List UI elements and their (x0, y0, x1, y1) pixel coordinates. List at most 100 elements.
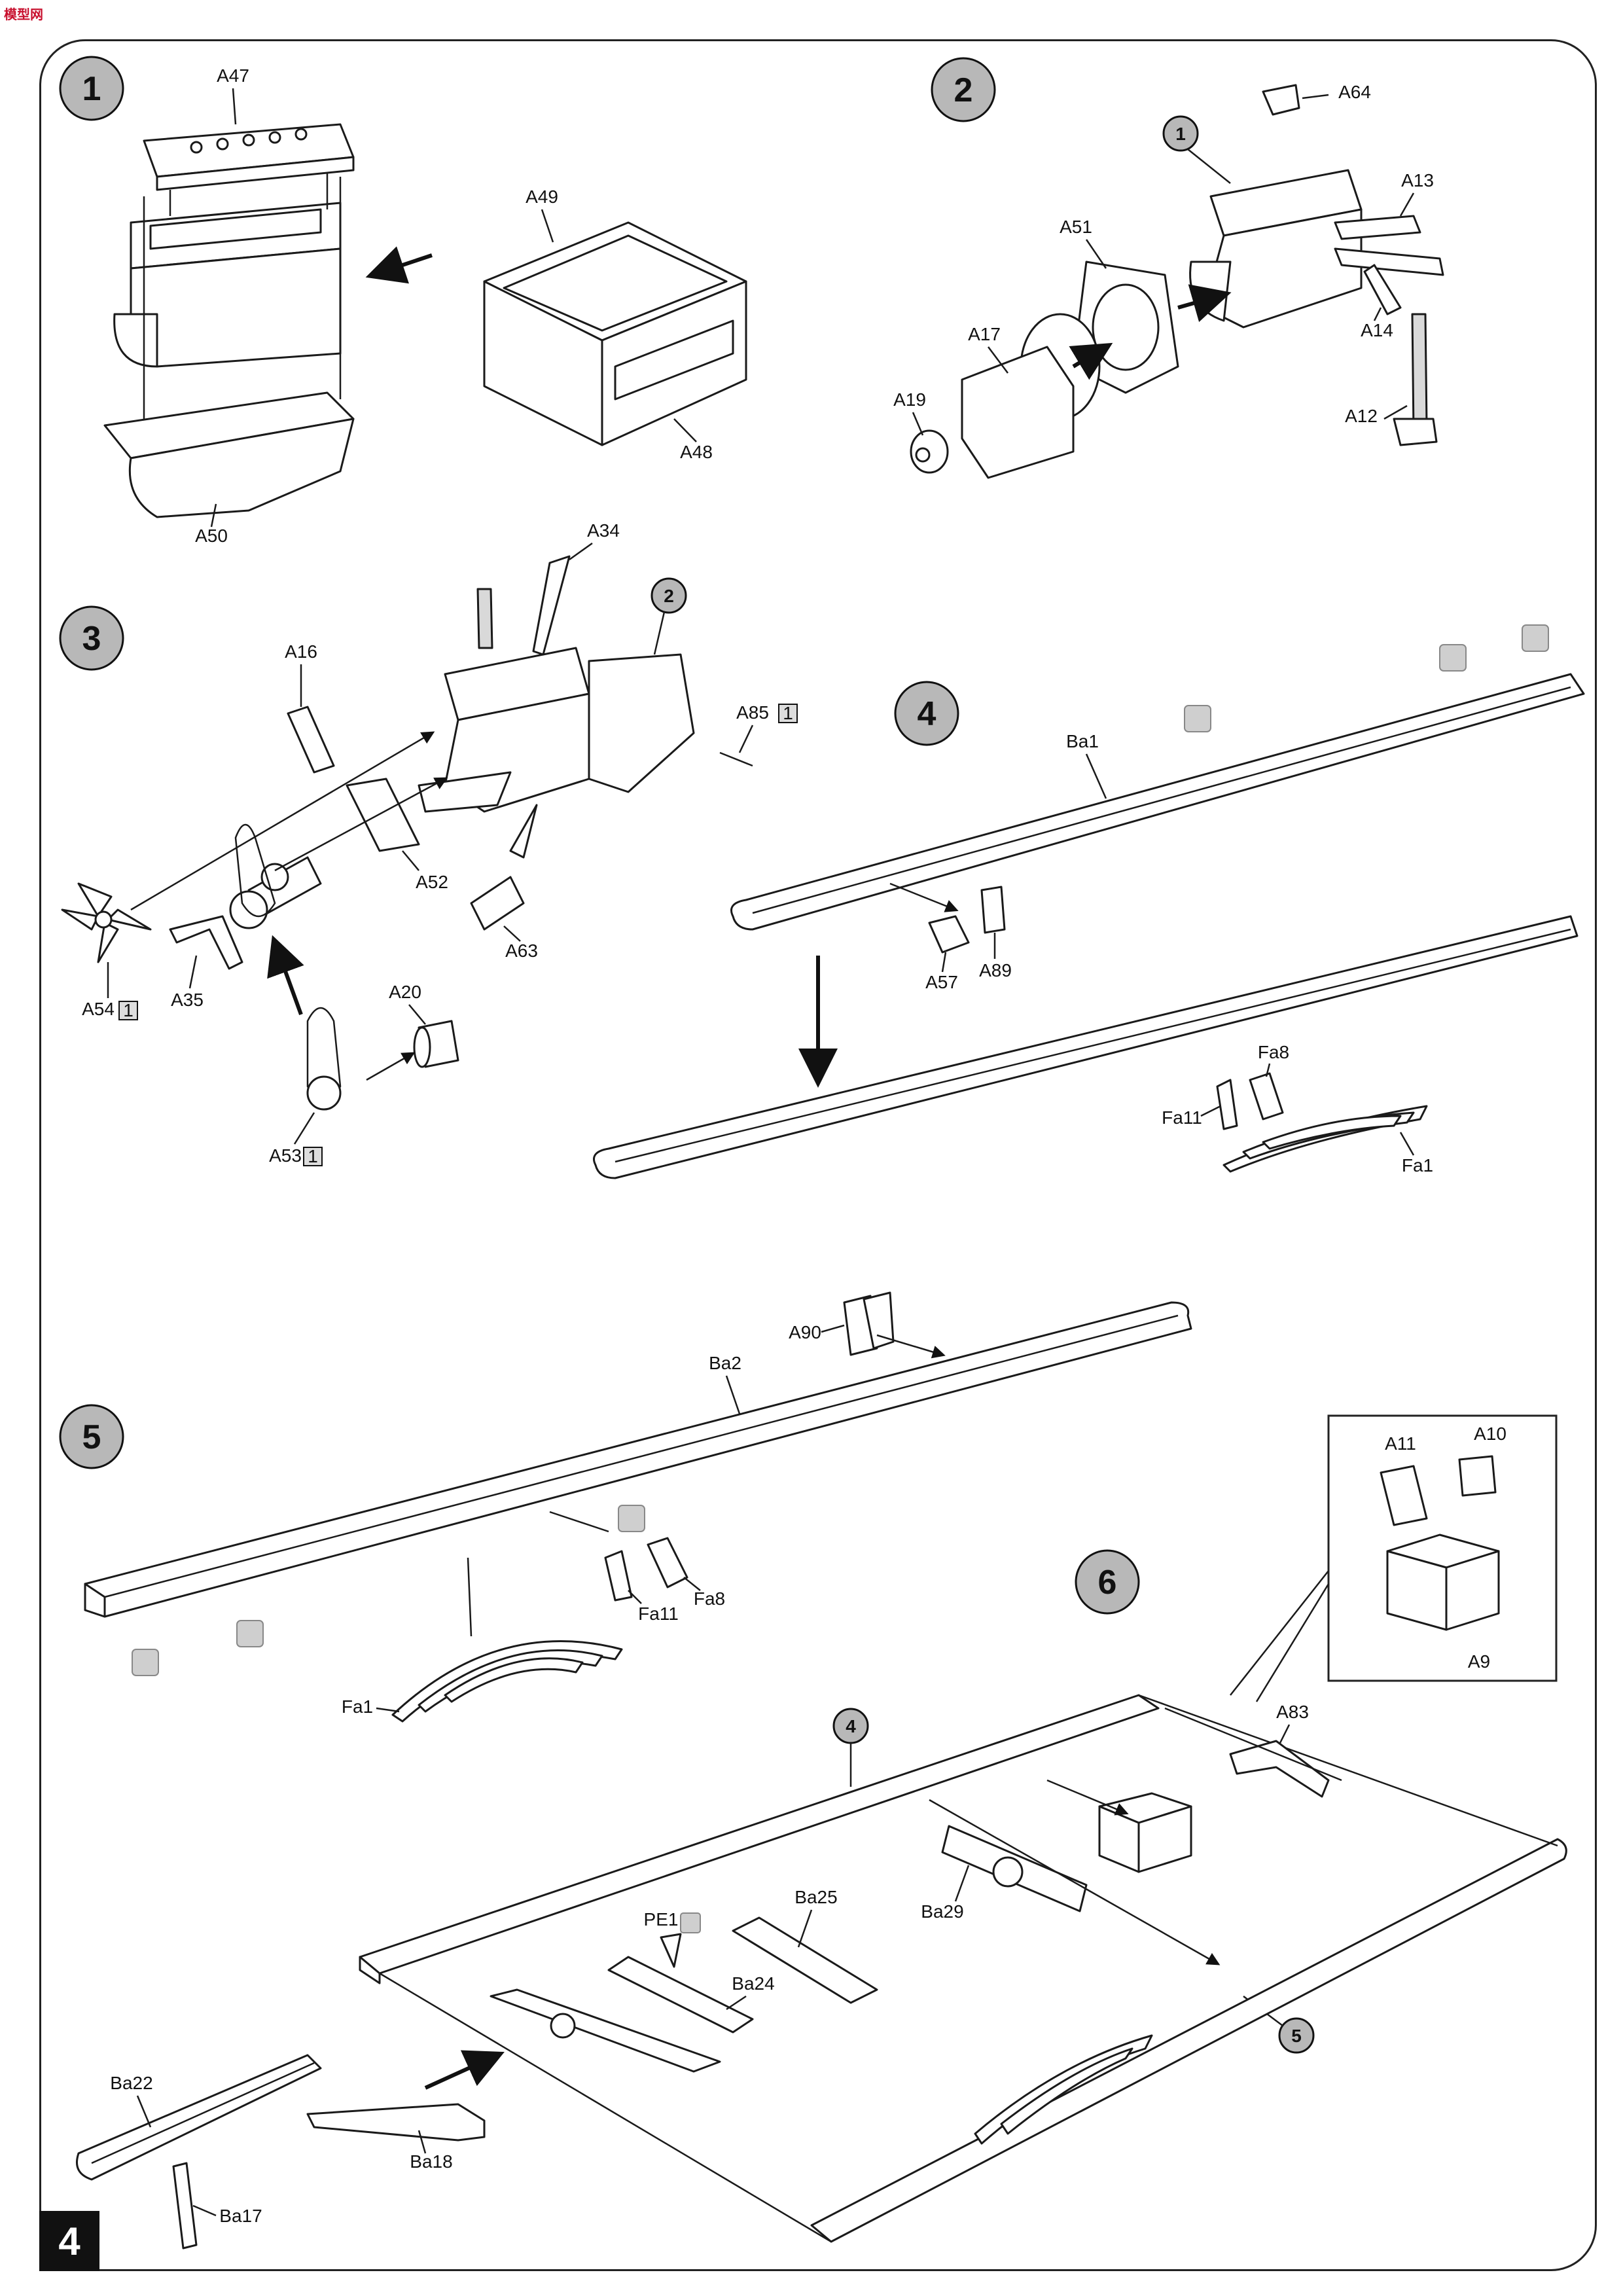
part-lower-rail (593, 915, 1578, 1179)
label-a53: A53 (269, 1145, 302, 1166)
step-3-subref-2: 2 (651, 577, 687, 614)
label-a53-box: 1 (308, 1146, 318, 1166)
part-ba2 (84, 1301, 1192, 1618)
part-ba22 (76, 2054, 322, 2181)
label-fa8: Fa8 (1258, 1042, 1289, 1062)
label-a85: A85 (736, 702, 769, 723)
page-frame (39, 39, 1597, 2271)
label-a10: A10 (1474, 1424, 1507, 1444)
label-a52: A52 (416, 872, 448, 892)
part-ba25 (732, 1916, 878, 2004)
part-a48 (483, 280, 747, 446)
part-pe1 (660, 1912, 701, 1968)
part-front-crossmember (490, 1988, 721, 2073)
label-a50: A50 (195, 526, 228, 546)
sprue-mark-5 (236, 1620, 264, 1647)
step-1-number: 1 (82, 70, 101, 108)
label-fa1: Fa1 (342, 1696, 373, 1717)
step-2-badge: 2 (931, 57, 996, 122)
label-a17: A17 (968, 324, 1001, 344)
part-fan-belt (234, 823, 276, 918)
step-3-number: 3 (82, 620, 101, 658)
label-a64: A64 (1338, 82, 1371, 102)
sprue-mark-1 (1184, 705, 1211, 732)
part-a90 (843, 1291, 895, 1356)
part-a64 (1262, 84, 1300, 116)
part-a54 (61, 882, 152, 963)
part-engine-block (113, 202, 342, 368)
label-a12: A12 (1345, 406, 1378, 426)
part-a20 (413, 1020, 459, 1068)
sprue-mark-4 (618, 1505, 645, 1532)
label-pe1: PE1 (644, 1909, 679, 1929)
step-4-number: 4 (918, 695, 936, 733)
step-3: 3 2 (59, 520, 798, 1166)
label-fa8: Fa8 (694, 1588, 725, 1609)
label-a20: A20 (389, 982, 421, 1002)
label-ba24: Ba24 (732, 1973, 774, 1994)
part-a34 (532, 555, 571, 656)
step-2-number: 2 (954, 71, 973, 109)
step-5-badge: 5 (59, 1404, 124, 1469)
label-fa11: Fa11 (1162, 1107, 1202, 1128)
part-engine-gearbox (418, 647, 695, 813)
part-ba1 (730, 673, 1585, 931)
svg-text:5: 5 (1291, 2026, 1302, 2046)
label-a53-group: A53 1 (269, 1112, 323, 1166)
label-ba17: Ba17 (219, 2206, 262, 2226)
part-a47 (143, 123, 355, 191)
sprue-mark-2 (1439, 644, 1467, 672)
label-fa11: Fa11 (638, 1604, 679, 1624)
part-fa8 (647, 1537, 688, 1588)
svg-text:1: 1 (1175, 124, 1186, 144)
part-fa11 (1216, 1079, 1238, 1130)
part-a17 (961, 313, 1101, 479)
part-a85 (719, 751, 753, 767)
step-6: 6 4 5 A11 A10 A9 (76, 1414, 1567, 2250)
label-a19: A19 (893, 389, 926, 410)
step-1: 1 (59, 56, 747, 546)
page-number: 4 (58, 2219, 80, 2263)
label-a85-box: 1 (783, 703, 793, 723)
label-ba1: Ba1 (1066, 731, 1099, 751)
part-fa1-rear (974, 2034, 1153, 2145)
part-a57 (928, 915, 970, 954)
part-engine-assembly (1189, 169, 1363, 329)
part-a35 (169, 915, 243, 970)
part-fa8 (1249, 1072, 1284, 1121)
part-ba24 (607, 1956, 754, 2034)
label-a49: A49 (526, 187, 558, 207)
label-a89: A89 (979, 960, 1012, 980)
part-a16 (287, 706, 335, 774)
label-a9: A9 (1468, 1651, 1490, 1672)
label-a13: A13 (1401, 170, 1434, 190)
label-a54-box: 1 (123, 1000, 134, 1020)
part-a50 (103, 391, 355, 518)
step-5: 5 A90 Ba2 (59, 1291, 1192, 1723)
part-hose (476, 588, 493, 649)
step-6-badge: 6 (1075, 1549, 1140, 1615)
step-2-subref-1: 1 (1162, 115, 1199, 152)
sprue-mark-6 (132, 1649, 159, 1676)
label-a35: A35 (171, 990, 204, 1010)
part-ba17 (172, 2162, 198, 2250)
label-a48: A48 (680, 442, 713, 462)
part-a19 (910, 429, 949, 474)
step-6-subref-4: 4 (832, 1708, 869, 1744)
label-a54: A54 (82, 999, 115, 1019)
label-ba29: Ba29 (921, 1901, 963, 1922)
step-4-badge: 4 (894, 681, 959, 746)
step-1-badge: 1 (59, 56, 124, 121)
label-a47: A47 (217, 65, 249, 86)
label-a57: A57 (925, 972, 958, 992)
part-a11 (1380, 1465, 1428, 1526)
part-a14 (1334, 247, 1444, 315)
sprue-mark-3 (1522, 624, 1549, 652)
label-a51: A51 (1060, 217, 1092, 237)
step-3-badge: 3 (59, 605, 124, 671)
label-a14: A14 (1361, 320, 1393, 340)
part-fa11 (604, 1550, 633, 1602)
part-ba29 (941, 1825, 1088, 1912)
part-a10 (1458, 1455, 1497, 1497)
label-a54-group: A54 1 (82, 962, 138, 1020)
